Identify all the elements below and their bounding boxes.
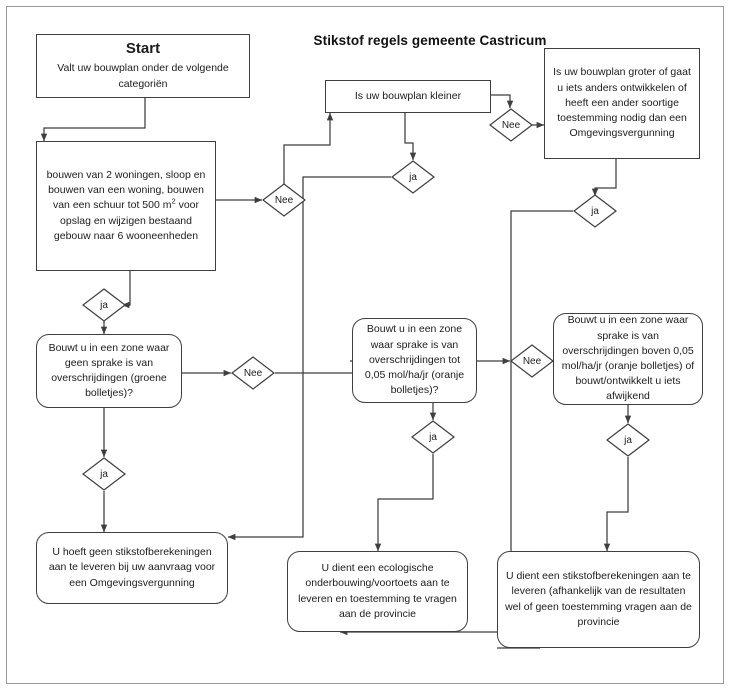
- uitkomst-geen-text: U hoeft geen stikstofberekeningen aan te…: [48, 546, 216, 589]
- zone-boven-text: Bouwt u in een zone waar sprake is van o…: [561, 314, 695, 403]
- uitkomst-berekening-text: U dient een stikstofberekeningen aan te …: [505, 570, 692, 628]
- decision-label: Nee: [522, 355, 542, 367]
- node-uitkomst-geen-berekening[interactable]: U hoeft geen stikstofberekeningen aan te…: [36, 532, 228, 604]
- decision-label: Nee: [274, 194, 294, 206]
- node-uitkomst-ecologische-onderbouwing[interactable]: U dient een ecologische onderbouwing/voo…: [287, 551, 468, 632]
- decision-zone-groen-nee[interactable]: Nee: [231, 356, 275, 390]
- groter-text: Is uw bouwplan groter of gaat u iets and…: [553, 66, 691, 140]
- node-start[interactable]: Start Valt uw bouwplan onder de volgende…: [36, 34, 250, 98]
- diamond-shape: [510, 344, 554, 378]
- decision-label: ja: [591, 205, 599, 217]
- categories-text: bouwen van 2 woningen, sloop en bouwen v…: [46, 168, 206, 242]
- decision-label: ja: [429, 431, 437, 443]
- start-text: Valt uw bouwplan onder de volgende categ…: [57, 62, 229, 90]
- node-is-bouwplan-kleiner[interactable]: Is uw bouwplan kleiner: [325, 80, 491, 113]
- node-uitkomst-stikstofberekeningen[interactable]: U dient een stikstofberekeningen aan te …: [497, 551, 700, 648]
- diamond-shape: [231, 356, 275, 390]
- node-categories[interactable]: bouwen van 2 woningen, sloop en bouwen v…: [36, 141, 216, 271]
- decision-zone-oranje-ja[interactable]: ja: [411, 420, 455, 454]
- diamond-shape: [411, 420, 455, 454]
- decision-groter-ja[interactable]: ja: [573, 194, 617, 228]
- diamond-shape: [82, 288, 126, 322]
- decision-label: ja: [100, 468, 108, 480]
- decision-zone-oranje-nee[interactable]: Nee: [510, 344, 554, 378]
- kleiner-text: Is uw bouwplan kleiner: [354, 89, 462, 102]
- decision-label: Nee: [243, 367, 263, 379]
- diamond-shape: [606, 423, 650, 457]
- diagram-border: [6, 6, 724, 684]
- uitkomst-ecologisch-text: U dient een ecologische onderbouwing/voo…: [298, 562, 457, 620]
- decision-categories-ja[interactable]: ja: [82, 288, 126, 322]
- zone-oranje-text: Bouwt u in een zone waar sprake is van o…: [364, 323, 465, 397]
- decision-groter-nee[interactable]: Nee: [489, 108, 533, 142]
- diamond-shape: [82, 457, 126, 491]
- diamond-shape: [573, 194, 617, 228]
- decision-label: Nee: [501, 119, 521, 131]
- decision-label: ja: [624, 434, 632, 446]
- decision-label: ja: [100, 299, 108, 311]
- node-is-bouwplan-groter[interactable]: Is uw bouwplan groter of gaat u iets and…: [544, 48, 700, 159]
- node-zone-geen-overschrijding[interactable]: Bouwt u in een zone waar geen sprake is …: [36, 334, 182, 408]
- start-title: Start: [125, 40, 161, 58]
- decision-categories-nee[interactable]: Nee: [262, 183, 306, 217]
- decision-zone-groen-ja[interactable]: ja: [82, 457, 126, 491]
- decision-kleiner-ja[interactable]: ja: [391, 160, 435, 194]
- zone-groen-text: Bouwt u in een zone waar geen sprake is …: [48, 341, 170, 400]
- node-zone-boven-005[interactable]: Bouwt u in een zone waar sprake is van o…: [553, 313, 703, 405]
- decision-zone-boven-ja[interactable]: ja: [606, 423, 650, 457]
- node-zone-tot-005[interactable]: Bouwt u in een zone waar sprake is van o…: [352, 318, 477, 403]
- diamond-shape: [391, 160, 435, 194]
- diamond-shape: [262, 183, 306, 217]
- diamond-shape: [489, 108, 533, 142]
- decision-label: ja: [409, 171, 417, 183]
- diagram-title: Stikstof regels gemeente Castricum: [313, 33, 547, 48]
